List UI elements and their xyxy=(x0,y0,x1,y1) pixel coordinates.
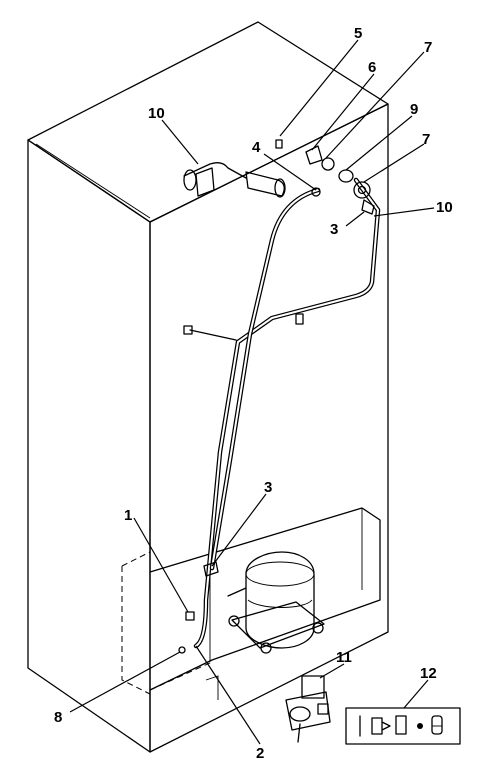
callout-3-top: 3 xyxy=(330,221,338,238)
cabinet-outline xyxy=(27,21,389,753)
parts-bag xyxy=(345,707,461,745)
leader-lines xyxy=(69,39,435,745)
fill-tube xyxy=(183,162,286,198)
water-valve xyxy=(285,675,331,743)
lower-fittings xyxy=(178,561,219,654)
callout-5: 5 xyxy=(354,25,362,42)
callout-9: 9 xyxy=(410,101,418,118)
callout-8: 8 xyxy=(54,709,62,726)
callout-labels: 10 4 5 6 7 9 7 3 10 3 1 8 2 11 12 xyxy=(54,25,453,762)
callout-4: 4 xyxy=(252,139,261,156)
water-line-tubing xyxy=(183,177,381,649)
machine-compartment xyxy=(121,507,381,700)
callout-10-top: 10 xyxy=(148,105,165,122)
callout-11: 11 xyxy=(336,649,352,666)
compressor xyxy=(227,551,325,654)
callout-10-right: 10 xyxy=(436,199,453,216)
callout-2: 2 xyxy=(256,745,264,762)
callout-6: 6 xyxy=(368,59,376,76)
callout-1: 1 xyxy=(124,507,132,524)
callout-3-bottom: 3 xyxy=(264,479,272,496)
callout-7-right: 7 xyxy=(422,131,430,148)
callout-12: 12 xyxy=(420,665,437,682)
callout-7-top: 7 xyxy=(424,39,432,56)
